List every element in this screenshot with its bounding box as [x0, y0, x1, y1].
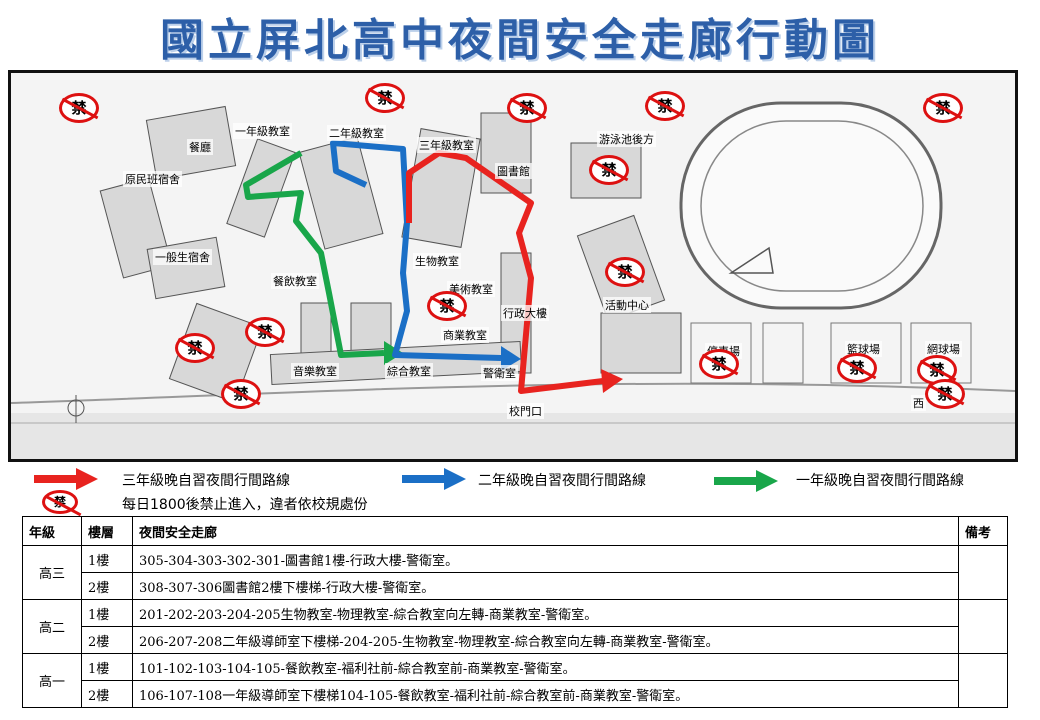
label-indigenous-dorm: 原民班宿舍	[123, 171, 182, 187]
campus-map-drawing	[11, 101, 1015, 459]
floor-cell: 1樓	[81, 599, 133, 627]
floor-cell: 1樓	[81, 545, 133, 573]
page-title: 國立屏北高中夜間安全走廊行動圖	[160, 15, 880, 66]
table-row: 高一 1樓 101-102-103-104-105-餐飲教室-福利社前-綜合教室…	[22, 653, 1008, 708]
floor-cell: 2樓	[81, 626, 133, 654]
route-grade3-arrowhead	[601, 369, 623, 393]
header-grade: 年級	[22, 516, 82, 546]
label-pool-rear: 游泳池後方	[597, 131, 656, 147]
no-entry-icon: 禁	[59, 93, 99, 123]
no-entry-icon: 禁	[427, 291, 467, 321]
safe-route-table: 年級 樓層 夜間安全走廊 備考 高三 1樓 305-304-303-302-30…	[22, 516, 1008, 708]
grade2-route-arrow-icon	[402, 468, 466, 490]
floor-cell: 2樓	[81, 680, 133, 708]
label-commerce-classroom: 商業教室	[441, 327, 489, 343]
athletic-track	[679, 101, 943, 310]
route-cell: 201-202-203-204-205生物教室-物理教室-綜合教室向左轉-商業教…	[132, 599, 959, 627]
route-cell: 106-107-108一年級導師室下樓梯104-105-餐飲教室-福利社前-綜合…	[132, 680, 959, 708]
table-row: 高二 1樓 201-202-203-204-205生物教室-物理教室-綜合教室向…	[22, 599, 1008, 654]
label-music-classroom: 音樂教室	[291, 363, 339, 379]
label-admin-building: 行政大樓	[501, 305, 549, 321]
grade3-route-arrow-icon	[34, 468, 98, 490]
route-grade3	[406, 150, 604, 394]
no-entry-icon: 禁	[175, 333, 215, 363]
no-entry-icon: 禁	[221, 379, 261, 409]
grade-cell: 高一	[22, 653, 82, 708]
label-grade1-classroom: 一年級教室	[233, 123, 292, 139]
label-biology-classroom: 生物教室	[413, 253, 461, 269]
court-2	[762, 322, 804, 384]
label-activity-center: 活動中心	[603, 297, 651, 313]
no-entry-icon: 禁	[645, 91, 685, 121]
note-cell	[958, 599, 1008, 654]
label-canteen: 餐廳	[187, 139, 213, 155]
no-entry-icon: 禁	[365, 83, 405, 113]
label-grade2-classroom: 二年級教室	[327, 125, 386, 141]
no-entry-icon: 禁	[923, 93, 963, 123]
no-entry-icon: 禁	[589, 155, 629, 185]
no-entry-icon: 禁	[925, 379, 965, 409]
route-cell: 206-207-208二年級導師室下樓梯-204-205-生物教室-物理教室-綜…	[132, 626, 959, 654]
map-legend: 三年級晚自習夜間行間路線 二年級晚自習夜間行間路線 一年級晚自習夜間行間路線 禁…	[0, 462, 1040, 514]
athletic-track-inner	[700, 120, 924, 292]
table-header-row: 年級 樓層 夜間安全走廊 備考	[22, 516, 1008, 546]
header-route: 夜間安全走廊	[132, 516, 959, 546]
road-curve	[11, 382, 1015, 404]
table-row: 2樓 106-107-108一年級導師室下樓梯104-105-餐飲教室-福利社前…	[23, 680, 1008, 708]
label-library: 圖書館	[495, 163, 532, 179]
no-entry-icon: 禁	[699, 349, 739, 379]
floor-cell: 1樓	[81, 653, 133, 681]
grade-cell: 高三	[22, 545, 82, 600]
legend-ban-text: 每日1800後禁止進入，違者依校規處份	[122, 497, 368, 513]
court-1	[690, 322, 752, 384]
header-floor: 樓層	[81, 516, 133, 546]
bottom-road	[11, 413, 1015, 459]
label-guard-room: 警衛室	[481, 365, 518, 381]
no-entry-icon: 禁	[605, 257, 645, 287]
legend-grade1-route: 一年級晚自習夜間行間路線	[796, 473, 964, 489]
table-row: 2樓 206-207-208二年級導師室下樓梯-204-205-生物教室-物理教…	[23, 626, 1008, 654]
no-entry-icon: 禁	[837, 353, 877, 383]
route-cell: 101-102-103-104-105-餐飲教室-福利社前-綜合教室前-商業教室…	[132, 653, 959, 681]
campus-map: 餐廳 原民班宿舍 一般生宿舍 一年級教室 二年級教室 三年級教室 圖書館 游泳池…	[8, 70, 1018, 462]
label-integrated-classroom: 綜合教室	[385, 363, 433, 379]
label-school-gate: 校門口	[507, 403, 544, 419]
route-cell: 305-304-303-302-301-圖書館1樓-行政大樓-警衛室。	[132, 545, 959, 573]
label-general-dorm: 一般生宿舍	[153, 249, 212, 265]
note-cell	[958, 545, 1008, 600]
note-cell	[958, 653, 1008, 708]
no-entry-icon: 禁	[507, 93, 547, 123]
label-west: 西	[911, 395, 926, 411]
floor-cell: 2樓	[81, 572, 133, 600]
field-marking	[728, 246, 774, 274]
route-grade1	[243, 150, 385, 358]
label-grade3-classroom: 三年級教室	[417, 137, 476, 153]
grade1-route-arrow-icon	[714, 470, 778, 492]
court-3	[830, 322, 902, 384]
label-catering-classroom: 餐飲教室	[271, 273, 319, 289]
route-grade2-arrowhead	[501, 346, 521, 371]
legend-grade3-route: 三年級晚自習夜間行間路線	[122, 473, 290, 489]
legend-grade2-route: 二年級晚自習夜間行間路線	[478, 473, 646, 489]
no-entry-icon: 禁	[245, 317, 285, 347]
legend-no-entry-icon: 禁	[42, 490, 78, 514]
header-note: 備考	[958, 516, 1008, 546]
table-row: 2樓 308-307-306圖書館2樓下樓梯-行政大樓-警衛室。	[23, 572, 1008, 600]
label-tennis-court: 網球場	[925, 341, 962, 357]
route-cell: 308-307-306圖書館2樓下樓梯-行政大樓-警衛室。	[132, 572, 959, 600]
table-row: 高三 1樓 305-304-303-302-301-圖書館1樓-行政大樓-警衛室…	[22, 545, 1008, 600]
grade-cell: 高二	[22, 599, 82, 654]
